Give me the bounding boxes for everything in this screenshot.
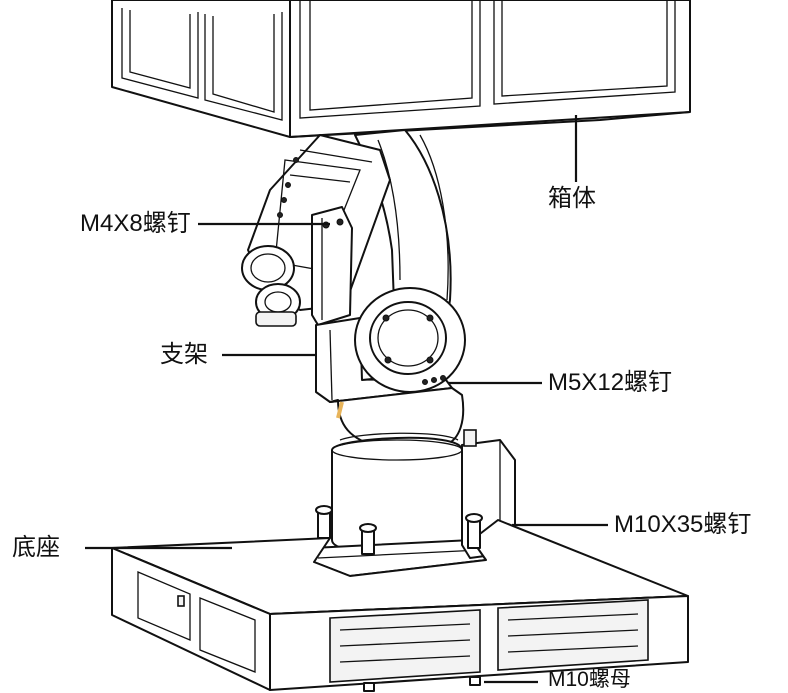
label-m10-nut: M10螺母: [548, 668, 631, 691]
label-bracket: 支架: [160, 341, 208, 368]
m10-nuts: [363, 676, 481, 692]
base-pallet: [111, 519, 689, 691]
label-m5x12-screw: M5X12螺钉: [548, 369, 673, 396]
label-box: 箱体: [548, 185, 596, 212]
m10x35-screws: [315, 505, 483, 555]
label-m10x35-screw: M10X35螺钉: [614, 511, 752, 538]
box-cabinet: [111, 0, 691, 138]
leader-lines: [85, 115, 608, 684]
label-base: 底座: [12, 534, 60, 561]
label-m4x8-screw: M4X8螺钉: [80, 210, 191, 237]
robot-waist: [311, 387, 487, 577]
shoulder-joint: [354, 287, 466, 393]
